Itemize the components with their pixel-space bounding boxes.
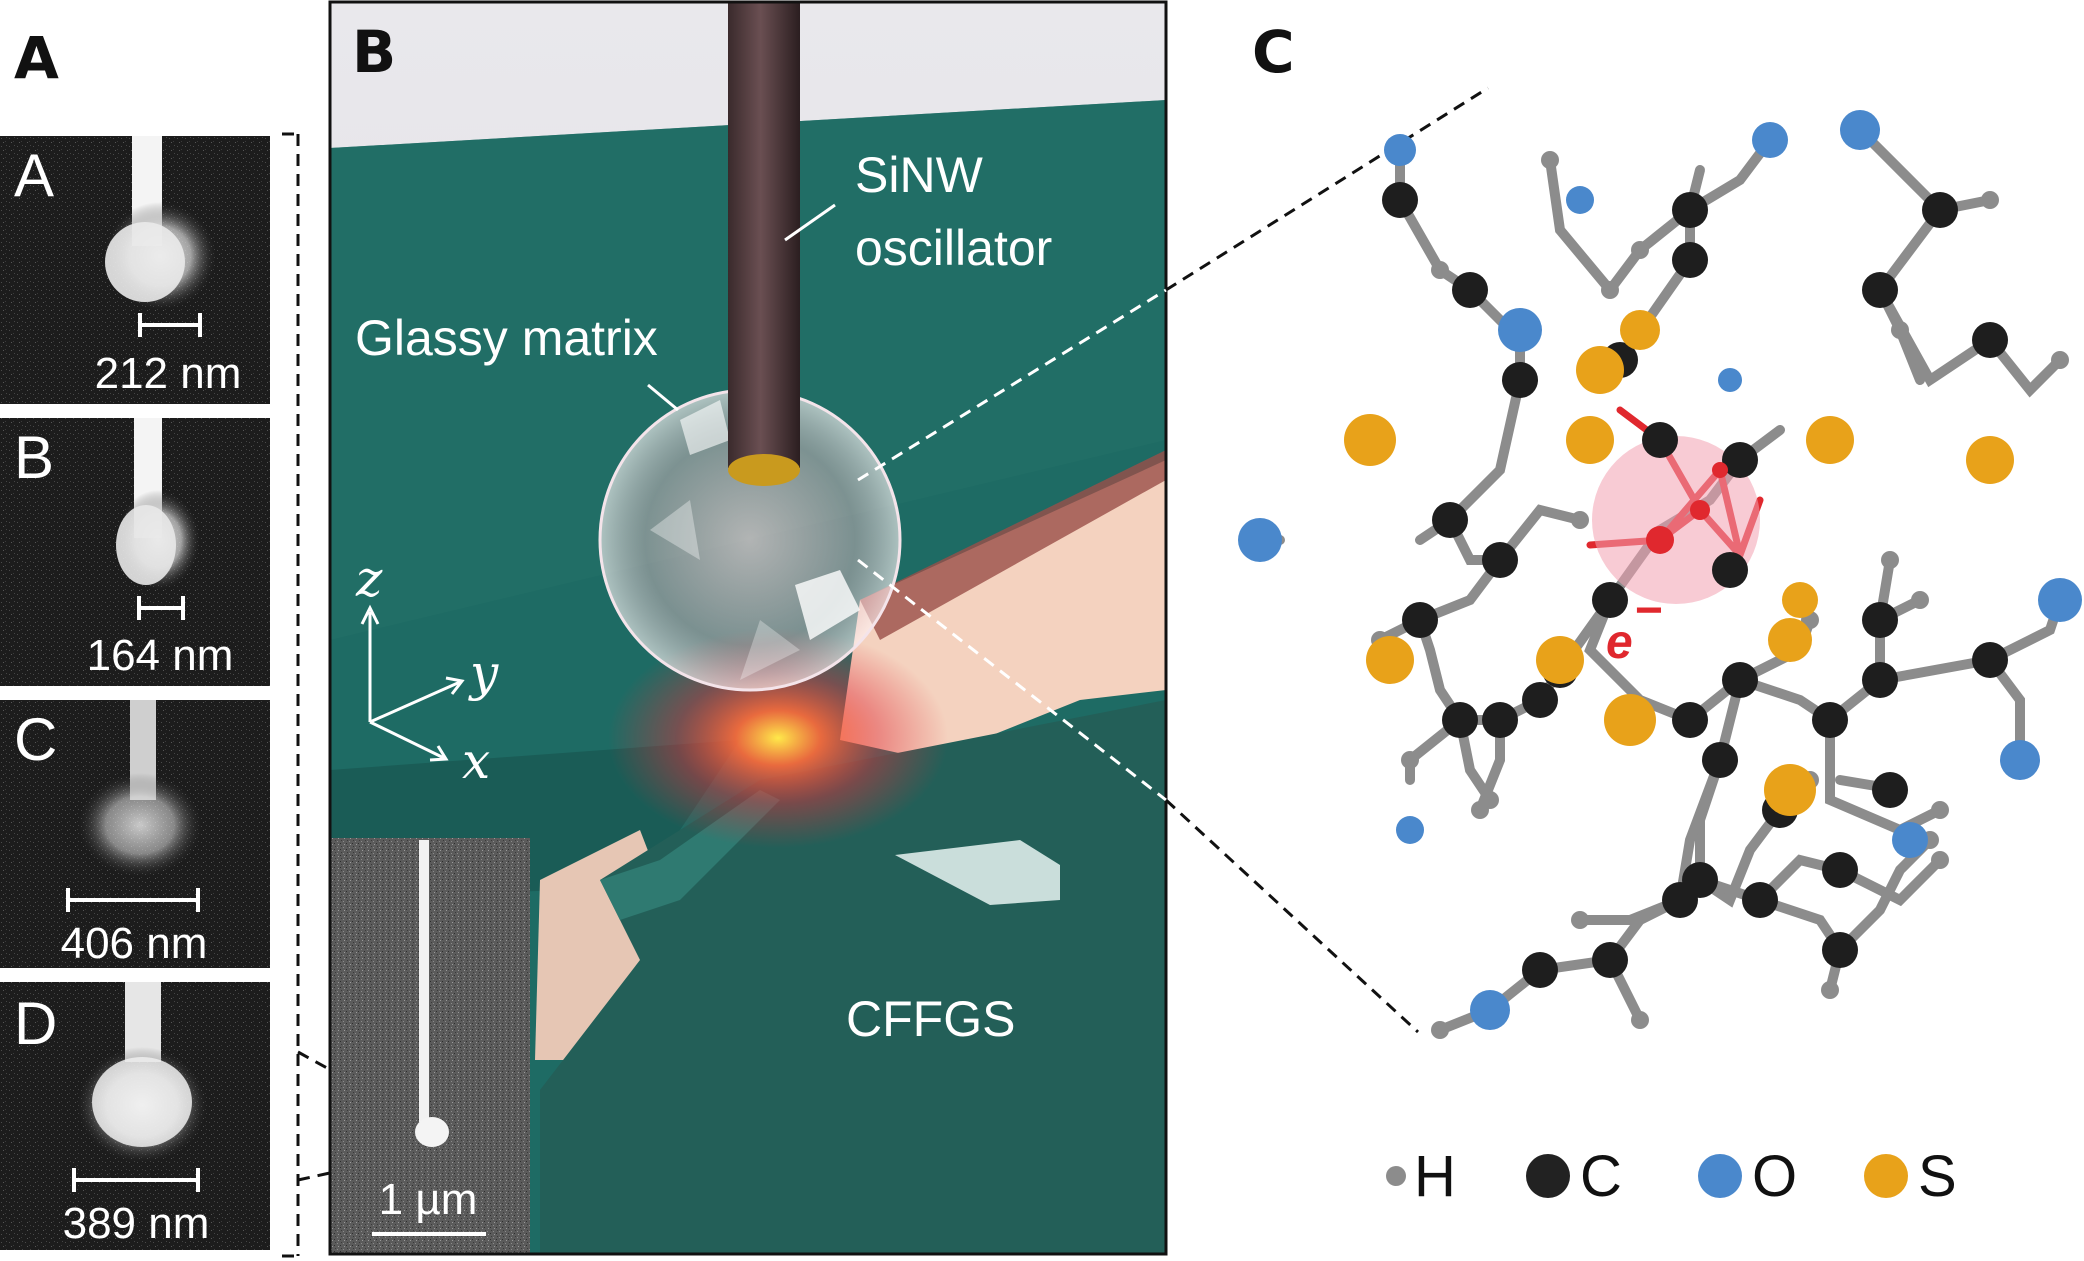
atoms-sulfur (1344, 310, 2014, 816)
scale-label-b: 164 nm (87, 631, 234, 680)
scale-bar-b (137, 596, 185, 620)
electron-label: e (1606, 616, 1633, 669)
sem-image-b: B 164 nm (0, 418, 270, 686)
zoom-lines-b-to-c (857, 86, 1489, 1034)
cffgs-label: CFFGS (846, 991, 1015, 1047)
legend-item-h: H (1386, 1144, 1456, 1209)
axis-y-label: y (468, 644, 499, 702)
panel-c-label: C (1252, 18, 1295, 86)
scale-bar-a (138, 313, 202, 337)
panel-b-label: B (352, 18, 396, 86)
inset-scale-label: 1 µm (379, 1175, 478, 1224)
legend-item-s: S (1864, 1144, 1957, 1209)
panel-a-bracket (282, 132, 300, 1258)
laser-glow (608, 628, 948, 848)
atoms-oxygen (1238, 110, 2082, 1030)
crack-edge (860, 450, 1166, 640)
sem-image-d-label: D (14, 990, 57, 1057)
sem-image-a-label: A (14, 142, 54, 209)
legend-label-o: O (1752, 1144, 1797, 1209)
scale-label-c: 406 nm (61, 919, 208, 968)
axis-x-label: x (462, 732, 490, 790)
legend-label-c: C (1580, 1144, 1622, 1209)
scale-bar-d (72, 1168, 200, 1192)
scale-bar-c (66, 888, 200, 912)
sinw-pointer (784, 203, 836, 242)
panel-b-frame (328, 0, 1168, 1256)
sinw-wire (728, 2, 800, 468)
glassy-pointer (647, 383, 679, 412)
scale-label-a: 212 nm (95, 349, 242, 398)
atoms-electron-site (1646, 462, 1728, 554)
legend-label-s: S (1918, 1144, 1957, 1209)
sem-image-b-label: B (14, 424, 54, 491)
shard (895, 840, 1060, 905)
scale-label-d: 389 nm (63, 1199, 210, 1248)
panel-b: SiNW oscillator Glassy matrix CFFGS z y … (328, 0, 1489, 1256)
legend-swatch-o (1698, 1154, 1742, 1198)
electron-charge: − (1634, 584, 1662, 637)
sem-image-d: D 389 nm (0, 982, 270, 1250)
panel-a: A A 212 nm B 164 nm (0, 24, 426, 1258)
axis-z-label: z (355, 550, 383, 608)
inset-sem: 1 µm (330, 838, 530, 1254)
legend-item-c: C (1526, 1144, 1622, 1209)
sem-image-c-label: C (14, 706, 57, 773)
glassy-label: Glassy matrix (355, 310, 658, 366)
legend-swatch-s (1864, 1154, 1908, 1198)
glassy-sphere (598, 388, 902, 692)
legend-swatch-c (1526, 1154, 1570, 1198)
sem-image-a: A 212 nm (0, 136, 270, 404)
axes-triad (360, 604, 465, 762)
legend: H C O S (1386, 1144, 1957, 1209)
panel-c: C (1238, 18, 2082, 1209)
sem-image-c: C 406 nm (0, 700, 270, 968)
legend-swatch-h (1386, 1166, 1406, 1186)
sinw-label-line2: oscillator (855, 220, 1052, 276)
sinw-tip (728, 454, 800, 486)
panel-a-label: A (14, 24, 59, 92)
sinw-label-line1: SiNW (855, 147, 984, 203)
legend-label-h: H (1414, 1144, 1456, 1209)
legend-item-o: O (1698, 1144, 1797, 1209)
